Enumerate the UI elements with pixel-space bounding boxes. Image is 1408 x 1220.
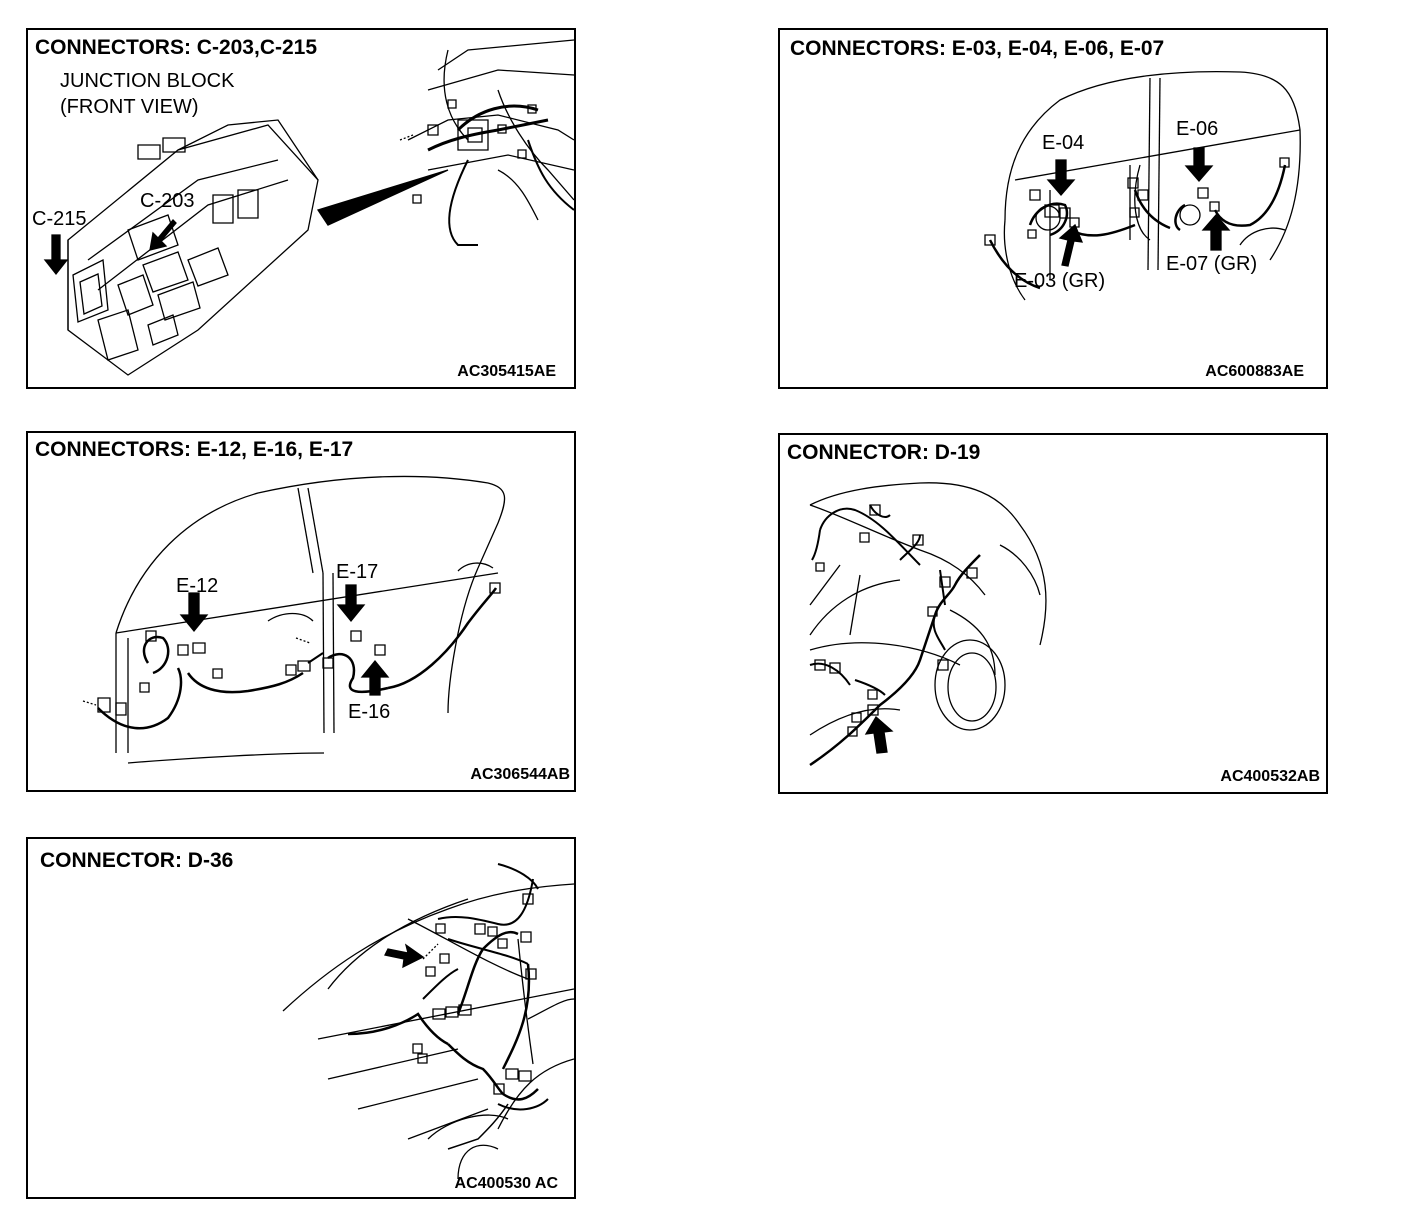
junction-block-illustration: [28, 30, 574, 387]
door-harness-illustration: [780, 30, 1326, 387]
panel-title: CONNECTORS: E-03, E-04, E-06, E-07: [790, 37, 1165, 60]
panel-junction-block: CONNECTORS: C-203,C-215 JUNCTION BLOCK (…: [26, 28, 576, 389]
panel-title: CONNECTOR: D-36: [40, 849, 234, 872]
label-e-12: E-12: [176, 575, 219, 597]
label-e-17: E-17: [336, 561, 379, 583]
label-e-07: E-07 (GR): [1166, 253, 1258, 275]
panel-title: CONNECTOR: D-19: [787, 441, 981, 464]
label-c-215: C-215: [32, 208, 87, 230]
panel-rear-door-connectors: CONNECTORS: E-03, E-04, E-06, E-07 E-04 …: [778, 28, 1328, 389]
label-e-03: E-03 (GR): [1014, 270, 1106, 292]
label-e-16: E-16: [348, 701, 391, 723]
figure-code: AC306544AB: [470, 766, 570, 783]
figure-code: AC600883AE: [1205, 363, 1304, 380]
quarter-harness-illustration: [28, 839, 574, 1197]
figure-code: AC400532AB: [1220, 768, 1320, 785]
panel-title: CONNECTORS: C-203,C-215: [35, 36, 318, 59]
rear-harness-illustration: [780, 435, 1326, 792]
label-e-06: E-06: [1176, 118, 1219, 140]
panel-title: CONNECTORS: E-12, E-16, E-17: [35, 438, 354, 461]
side-harness-illustration: [28, 433, 574, 790]
subtitle-line-1: JUNCTION BLOCK: [60, 70, 235, 92]
panel-rear-hatch-connector: CONNECTOR: D-19 AC400532AB: [778, 433, 1328, 794]
arrow-pointer-icon: [45, 235, 67, 274]
panel-side-door-connectors: CONNECTORS: E-12, E-16, E-17 E-12 E-17 E…: [26, 431, 576, 792]
panel-rear-quarter-connector: CONNECTOR: D-36 AC400530 AC: [26, 837, 576, 1199]
figure-code: AC400530 AC: [454, 1175, 558, 1192]
label-c-203: C-203: [140, 190, 195, 212]
figure-code: AC305415AE: [457, 363, 556, 380]
subtitle-line-2: (FRONT VIEW): [60, 96, 199, 118]
label-e-04: E-04: [1042, 132, 1085, 154]
